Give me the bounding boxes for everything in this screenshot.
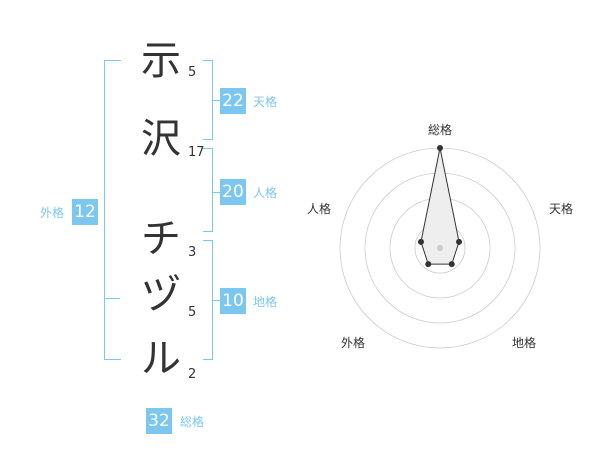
- tenkaku-label: 天格: [253, 95, 278, 109]
- name-char-4: ヅ: [141, 272, 181, 318]
- radar-axis-label-jinkaku: 人格: [307, 202, 332, 216]
- jinkaku-badge: 20: [220, 179, 246, 205]
- stroke-count-3: 3: [188, 245, 197, 260]
- radar-axis-label-tenkaku: 天格: [549, 202, 574, 216]
- radar-point-5: [417, 238, 424, 245]
- stroke-count-2: 17: [188, 145, 205, 160]
- radar-value-polygon: [420, 147, 460, 265]
- name-char-2: 沢: [141, 116, 181, 162]
- name-char-1: 示: [141, 38, 181, 84]
- name-char-3: チ: [141, 216, 181, 262]
- chikaku-label: 地格: [253, 295, 278, 309]
- jinkaku-label: 人格: [253, 186, 278, 200]
- radar-axis-label-chikaku: 地格: [512, 336, 537, 350]
- gaikaku-label: 外格: [40, 206, 65, 220]
- tenkaku-stem: [212, 100, 220, 101]
- stroke-count-5: 2: [188, 367, 197, 382]
- radar-point-4: [425, 261, 432, 268]
- chikaku-stem: [212, 300, 220, 301]
- radar-axis-label-gaikaku: 外格: [341, 336, 366, 350]
- stroke-count-4: 5: [188, 305, 197, 320]
- gaikaku-bracket: [104, 60, 121, 360]
- chikaku-badge: 10: [220, 288, 246, 314]
- radar-point-2: [456, 238, 463, 245]
- gaikaku-divider: [104, 298, 120, 299]
- radar-center-dot: [437, 245, 443, 251]
- name-char-5: ル: [141, 336, 181, 382]
- kaku-radar-chart: [339, 145, 541, 349]
- radar-axis-label-soukaku: 総格: [428, 123, 453, 137]
- radar-point-3: [448, 261, 455, 268]
- soukaku-badge: 32: [146, 408, 172, 434]
- jinkaku-bracket: [203, 148, 213, 232]
- gaikaku-badge: 12: [72, 199, 98, 225]
- stroke-count-1: 5: [188, 65, 197, 80]
- soukaku-label: 総格: [180, 415, 205, 429]
- tenkaku-badge: 22: [220, 88, 246, 114]
- radar-point-1: [437, 145, 443, 151]
- jinkaku-stem: [212, 192, 220, 193]
